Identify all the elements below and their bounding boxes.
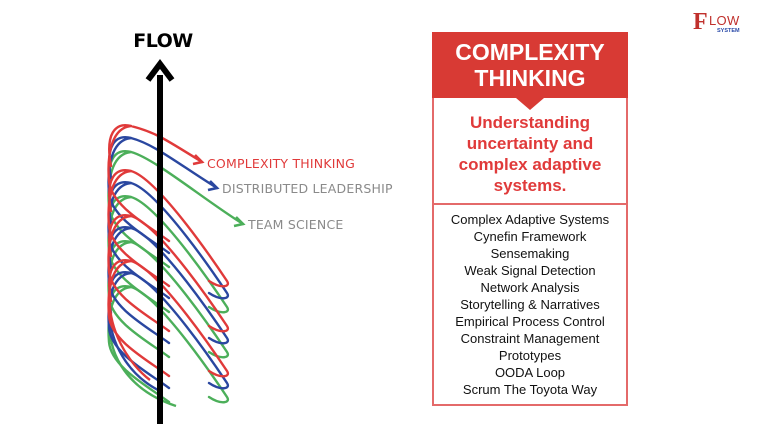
logo-f-letter: F — [693, 9, 708, 35]
list-item: Storytelling & Narratives — [460, 297, 600, 312]
card-title-line1: COMPLEXITY — [455, 39, 605, 65]
flow-axis-label: FLOW — [133, 30, 193, 52]
practice-list: Complex Adaptive Systems Cynefin Framewo… — [434, 211, 626, 398]
flow-system-logo: F LOW SYSTEM — [693, 10, 753, 34]
list-item: OODA Loop — [494, 365, 566, 380]
list-item: Constraint Management — [460, 331, 600, 346]
logo-low-text: LOW — [709, 13, 740, 28]
list-item: Network Analysis — [480, 280, 580, 295]
list-item: Prototypes — [498, 348, 562, 363]
complexity-thinking-card: COMPLEXITY THINKING Understanding uncert… — [432, 32, 628, 406]
card-subtitle-line: uncertainty and — [466, 134, 594, 153]
card-subtitle-line: complex adaptive — [458, 155, 602, 174]
card-subtitle: Understanding uncertainty and complex ad… — [434, 112, 626, 196]
spiral-loops — [107, 124, 246, 408]
stream-label-distributed-leadership: DISTRIBUTED LEADERSHIP — [222, 181, 393, 196]
list-item: Weak Signal Detection — [464, 263, 596, 278]
list-item: Complex Adaptive Systems — [450, 212, 610, 227]
card-title-line2: THINKING — [474, 65, 586, 91]
stream-label-complexity-thinking: COMPLEXITY THINKING — [207, 156, 356, 171]
card-divider — [434, 203, 626, 205]
card-header: COMPLEXITY THINKING — [432, 32, 628, 110]
list-item: Empirical Process Control — [455, 314, 605, 329]
logo-system-text: SYSTEM — [717, 28, 740, 34]
card-subtitle-line: Understanding — [470, 113, 590, 132]
list-item: Sensemaking — [490, 246, 570, 261]
card-header-notch — [516, 98, 544, 110]
list-item: Cynefin Framework — [473, 229, 587, 244]
list-item: Scrum The Toyota Way — [462, 382, 598, 397]
card-subtitle-line: systems. — [493, 176, 567, 195]
flow-arrow-icon — [145, 59, 175, 424]
stream-label-team-science: TEAM SCIENCE — [248, 217, 344, 232]
